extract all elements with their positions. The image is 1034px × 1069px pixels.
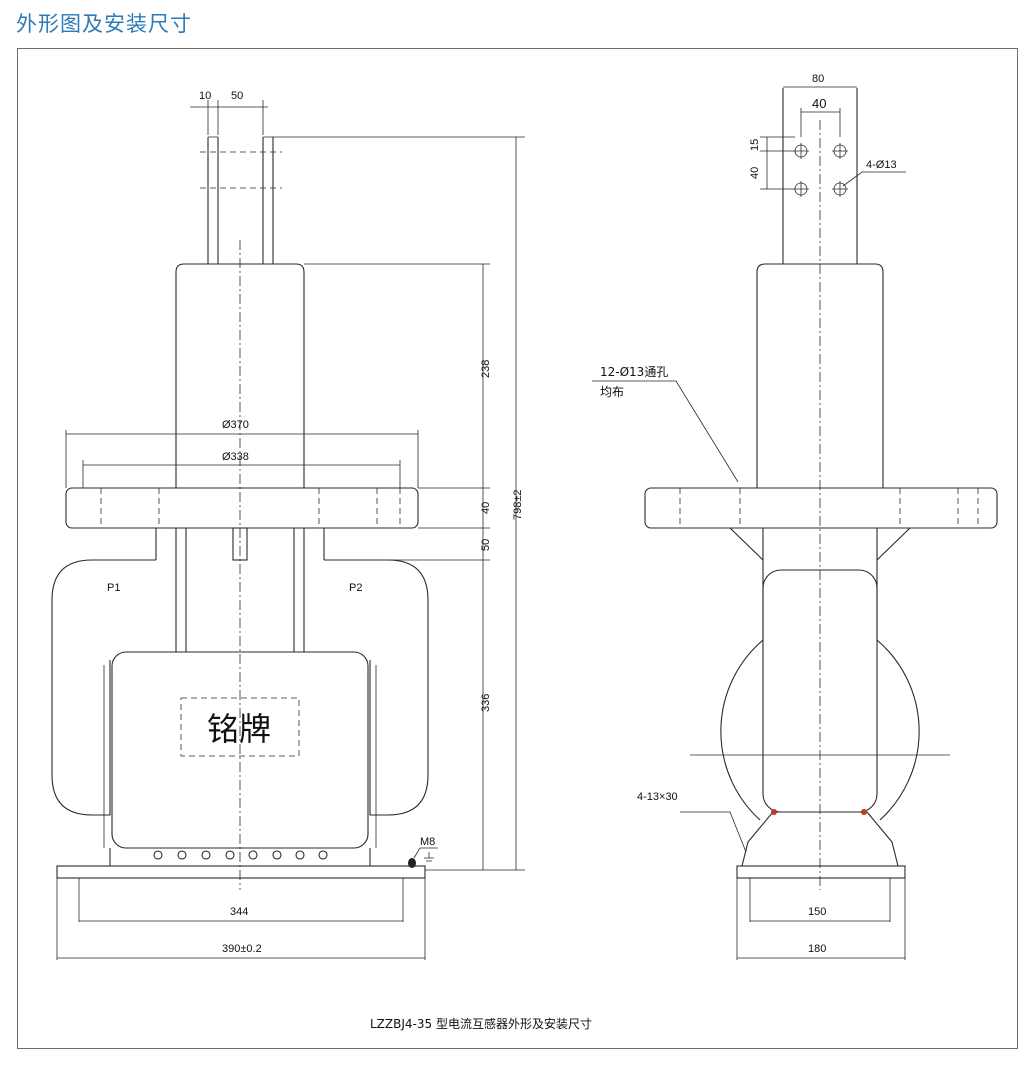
- dim-slots: 4-13×30: [637, 791, 678, 803]
- dim-d338: Ø338: [222, 451, 249, 463]
- terminal-holes: [793, 143, 848, 197]
- secondary-terminals: [153, 850, 328, 860]
- dim-h15: 15: [749, 139, 761, 151]
- dim-w80: 80: [812, 73, 824, 85]
- dim-w390: 390±0.2: [222, 943, 262, 955]
- page-heading: 外形图及安装尺寸: [16, 12, 192, 36]
- dim-h238: 238: [480, 360, 492, 378]
- dim-d370: Ø370: [222, 419, 249, 431]
- dim-h50: 50: [480, 539, 492, 551]
- side-view: 80 40 15 40 4-Ø13 12-Ø13通孔 均布: [592, 73, 998, 960]
- dim-w150: 150: [808, 906, 826, 918]
- dim-top-w1: 10: [199, 90, 211, 102]
- label-m8: M8: [420, 836, 435, 848]
- dim-holes: 4-Ø13: [866, 159, 897, 171]
- drawing-caption: LZZBJ4-35 型电流互感器外形及安装尺寸: [370, 1016, 592, 1031]
- label-p2: P2: [349, 582, 362, 594]
- dim-flange-note: 均布: [600, 385, 624, 399]
- front-view: 10 50 Ø370 Ø338 P1 P2 铭牌: [51, 90, 525, 960]
- dim-total: 798±2: [512, 489, 524, 520]
- dim-top-w2: 50: [231, 90, 243, 102]
- dim-h336: 336: [480, 694, 492, 712]
- dim-h40-side: 40: [749, 167, 761, 179]
- dim-h40: 40: [480, 502, 492, 514]
- nameplate-label: 铭牌: [207, 710, 271, 748]
- dim-w40: 40: [812, 96, 826, 111]
- drawing-frame: [17, 48, 1018, 1049]
- dim-w344: 344: [230, 906, 248, 918]
- dim-flange-holes: 12-Ø13通孔: [600, 365, 668, 379]
- label-p1: P1: [107, 582, 120, 594]
- dim-w180: 180: [808, 943, 826, 955]
